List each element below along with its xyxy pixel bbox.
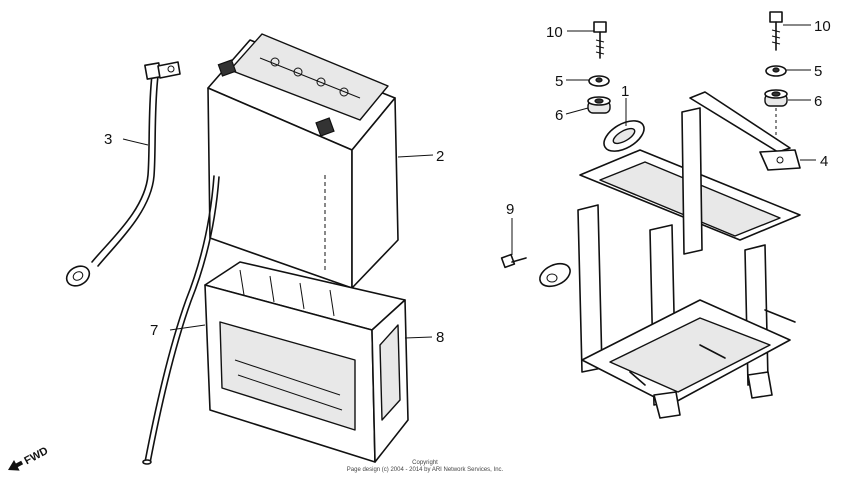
fwd-indicator: FWD: [8, 445, 50, 471]
breather-tube: [142, 175, 220, 465]
left-hardware-stack: [587, 21, 611, 114]
copyright-line-2: Page design (c) 2004 - 2014 by ARI Netwo…: [347, 467, 504, 473]
battery-tray: [204, 261, 409, 463]
callout-3: 3: [104, 131, 112, 148]
callout-5-right: 5: [814, 63, 822, 80]
callout-numbers: 3 7 2 8 10 5 6 1 10 5 6 4 9: [104, 18, 831, 346]
callout-6-left: 6: [555, 107, 563, 124]
callout-2: 2: [436, 148, 444, 165]
copyright-line-1: Copyright: [412, 460, 438, 466]
small-bolt: [500, 253, 527, 269]
callout-1: 1: [621, 83, 629, 100]
callout-10-left: 10: [546, 24, 563, 41]
leader-lines: [122, 24, 816, 339]
battery-holder-frame: [539, 91, 801, 419]
callout-7: 7: [150, 322, 158, 339]
battery: [207, 33, 399, 289]
callout-5-left: 5: [555, 73, 563, 90]
callout-9: 9: [506, 201, 514, 218]
callout-6-right: 6: [814, 93, 822, 110]
battery-cable: [65, 61, 181, 287]
fwd-label: FWD: [22, 445, 50, 467]
rubber-grommet: [603, 120, 645, 152]
callout-8: 8: [436, 329, 444, 346]
callout-4: 4: [820, 153, 828, 170]
copyright-notice: Copyright Page design (c) 2004 - 2014 by…: [347, 460, 504, 473]
callout-10-right: 10: [814, 18, 831, 35]
arrow-left-icon: [8, 460, 24, 471]
right-hardware-stack: [764, 11, 788, 150]
